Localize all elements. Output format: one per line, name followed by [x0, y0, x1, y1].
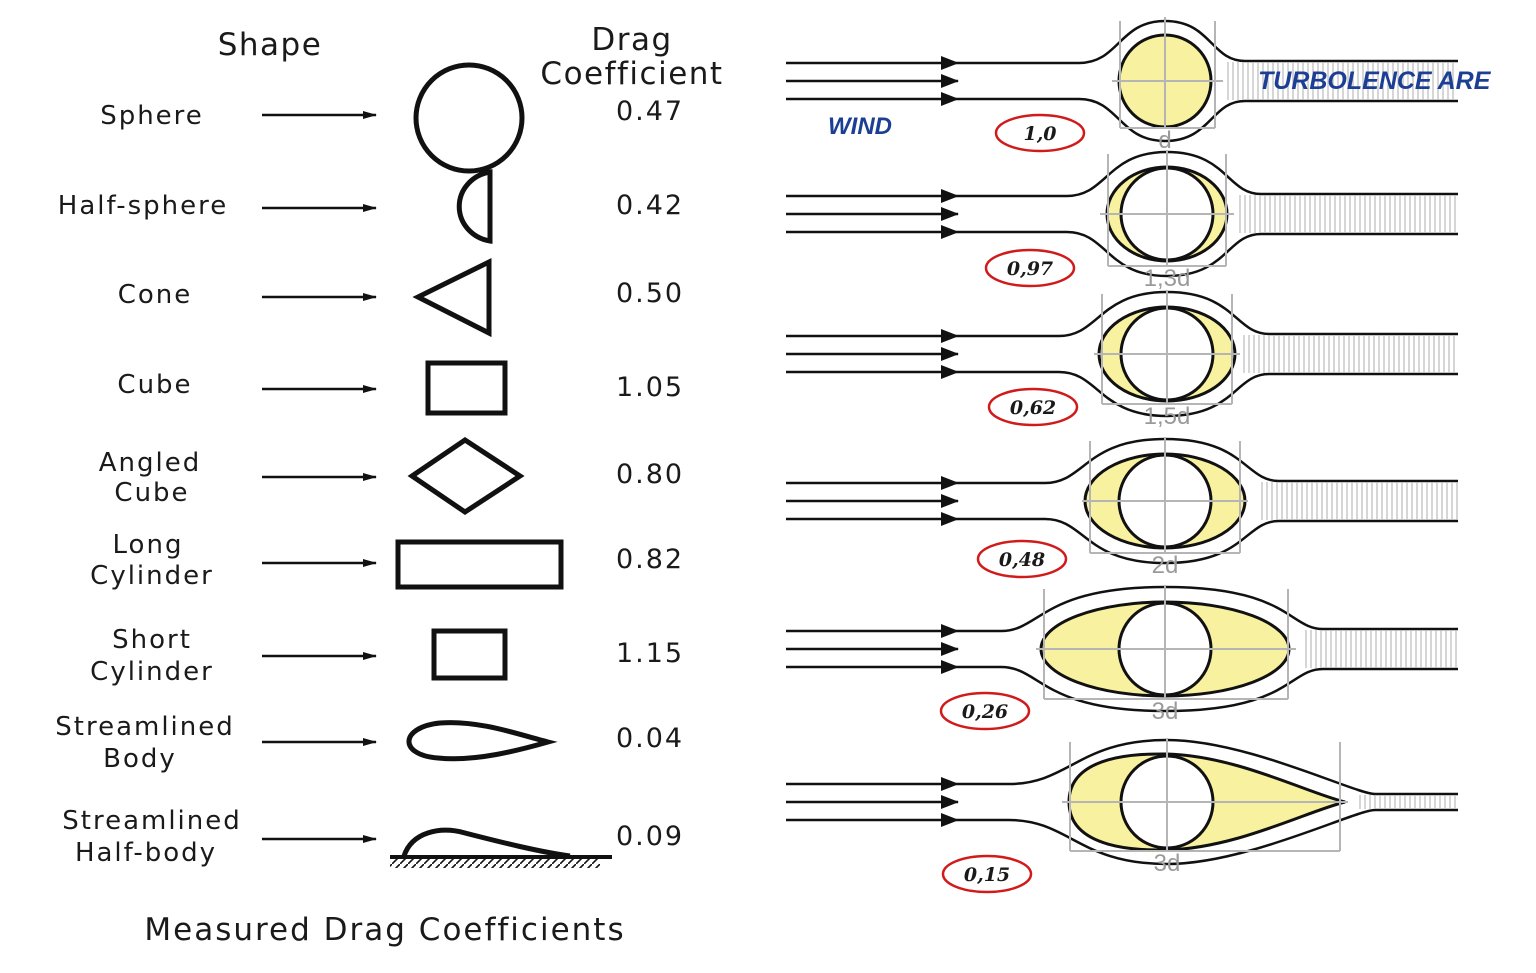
- ratio-value: 1,0: [1023, 123, 1056, 145]
- row-label-half-sphere: Half-sphere: [58, 191, 228, 221]
- row-label-streamlined-half-body-1: Streamlined: [62, 806, 242, 836]
- sphere-shape: [413, 62, 525, 174]
- turbulence-wake: [1261, 482, 1458, 520]
- streamlined-half-body-shape: [390, 827, 612, 868]
- half-sphere-shape: [456, 169, 493, 244]
- row-label-long-cylinder-2: Cylinder: [90, 561, 214, 591]
- coef-cube: 1.05: [616, 372, 684, 403]
- long-cylinder-shape: [395, 539, 564, 590]
- coef-cone: 0.50: [616, 278, 684, 309]
- caption: Measured Drag Coefficients: [144, 912, 625, 948]
- streamlined-body-shape: [406, 720, 558, 762]
- ratio-value: 0,26: [962, 701, 1008, 723]
- coef-streamlined-body: 0.04: [616, 723, 684, 754]
- flow-row-2: 1,3d 0,97: [786, 150, 1458, 292]
- turbulence-wake: [1359, 795, 1456, 809]
- flow-row-1: d 1,0: [786, 17, 1458, 154]
- flow-envelope-top: [958, 19, 1458, 65]
- angled-cube-shape: [407, 436, 525, 516]
- flow-envelope-bottom: [958, 97, 1458, 143]
- coef-streamlined-half-body: 0.09: [616, 821, 684, 852]
- ratio-badge: [994, 113, 1086, 153]
- flow-envelope-bottom: [958, 370, 1458, 418]
- coef-sphere: 0.47: [616, 96, 684, 127]
- ratio-badge: [976, 539, 1068, 579]
- row-label-sphere: Sphere: [100, 101, 204, 131]
- row-label-short-cylinder-2: Cylinder: [90, 657, 214, 687]
- coef-short-cylinder: 1.15: [616, 638, 684, 669]
- turbulence-wake: [1305, 630, 1457, 668]
- row-label-streamlined-body-2: Body: [103, 744, 177, 774]
- ratio-badge: [984, 248, 1076, 288]
- flow-row-4: 2d 0,48: [786, 437, 1458, 579]
- length-label: 1,3d: [1144, 265, 1191, 292]
- ratio-value: 0,48: [999, 549, 1045, 571]
- row-label-cube: Cube: [117, 370, 192, 400]
- row-label-streamlined-body-1: Streamlined: [55, 712, 235, 742]
- short-cylinder-shape: [431, 628, 508, 681]
- ratio-value: 0,97: [1007, 258, 1053, 280]
- turbulence-wake: [1227, 62, 1454, 100]
- wind-label: WIND: [828, 113, 892, 140]
- ratio-value: 0,15: [964, 864, 1010, 886]
- row-label-streamlined-half-body-2: Half-body: [75, 838, 217, 868]
- turbulence-wake: [1243, 335, 1455, 373]
- flow-envelope-bottom: [958, 230, 1458, 278]
- row-label-short-cylinder-1: Short: [112, 625, 192, 655]
- ratio-badge: [987, 387, 1079, 427]
- row-label-angled-cube-2: Cube: [114, 478, 189, 508]
- flow-row-5: 3d 0,26: [786, 585, 1458, 731]
- ratio-value: 0,62: [1010, 397, 1056, 419]
- ratio-badge: [939, 691, 1031, 731]
- cone-shape: [412, 257, 492, 338]
- length-label: 3d: [1154, 850, 1181, 877]
- row-label-angled-cube-1: Angled: [99, 448, 202, 478]
- length-label: 2d: [1152, 552, 1179, 579]
- header-drag-line2: Coefficient: [540, 56, 723, 92]
- coef-angled-cube: 0.80: [616, 459, 684, 490]
- coef-half-sphere: 0.42: [616, 190, 684, 221]
- flow-row-3: 1,5d 0,62: [786, 290, 1458, 430]
- row-label-long-cylinder-1: Long: [113, 530, 184, 560]
- length-label: 3d: [1152, 698, 1179, 725]
- row-label-cone: Cone: [118, 280, 193, 310]
- flow-envelope-bottom: [958, 808, 1458, 866]
- turbulence-area-label: TURBOLENCE ARE: [1258, 67, 1492, 95]
- length-label: 1,5d: [1144, 403, 1191, 430]
- header-drag-line1: Drag: [591, 22, 672, 58]
- length-label: d: [1158, 127, 1171, 154]
- coef-long-cylinder: 0.82: [616, 544, 684, 575]
- shape-table: Shape Drag Coefficient Sphere Half-spher…: [55, 22, 723, 948]
- header-shape: Shape: [218, 27, 323, 63]
- flow-envelope-bottom: [958, 517, 1458, 565]
- flow-row-6: 3d 0,15: [786, 738, 1458, 894]
- flow-envelope-bottom: [958, 665, 1458, 713]
- turbulence-wake: [1239, 195, 1456, 233]
- flow-diagram: d 1,0 1,3d 0,97 1,5d 0,62 2d 0,48 3d 0,26 3d 0,15: [786, 17, 1458, 894]
- cube-shape: [425, 360, 508, 416]
- ratio-badge: [941, 854, 1033, 894]
